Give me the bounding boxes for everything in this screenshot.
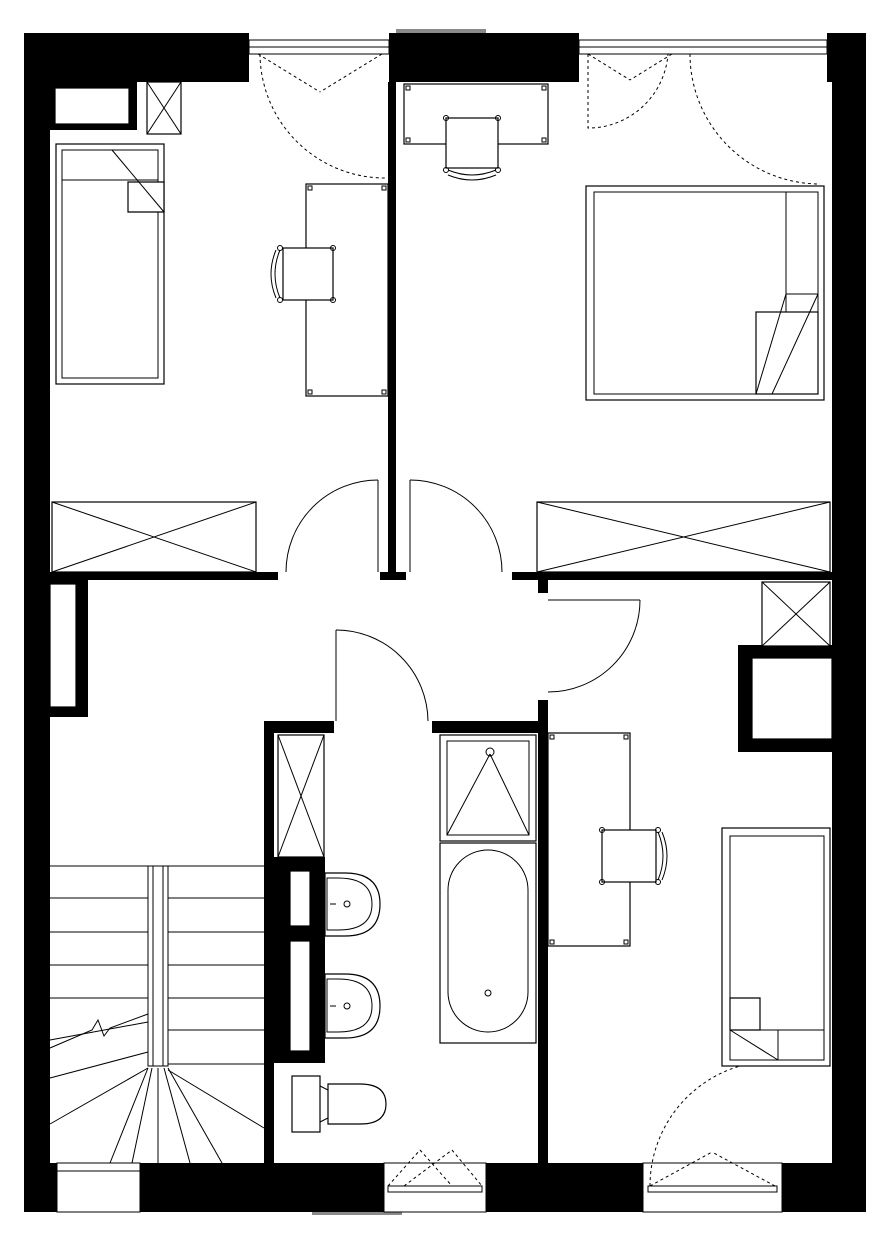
south-wall-segment-1 [24, 1163, 57, 1212]
duct-opening-east [751, 657, 833, 740]
toilet-icon [291, 1075, 387, 1133]
corridor-wall-mid [380, 572, 406, 580]
door-bathroom [335, 629, 429, 722]
vanity-niche-lower [289, 940, 311, 1052]
single-bed-icon [55, 143, 165, 385]
north-wall-west [24, 33, 249, 82]
washbasin-icon [324, 973, 381, 1039]
south-wall-segment-2 [140, 1163, 384, 1212]
chair-icon [270, 245, 336, 303]
window-north-east [578, 39, 828, 185]
window-stair [56, 1162, 141, 1213]
stair-winders-bottom [109, 1067, 223, 1164]
wall-between-north-bedrooms [388, 82, 396, 580]
door-stub-east [538, 580, 548, 593]
wardrobe-icon [51, 501, 257, 573]
bathtub-icon [439, 842, 537, 1044]
chair-icon [599, 827, 668, 885]
north-frame-accent [396, 29, 486, 33]
staircase-icon [49, 865, 265, 1164]
window-bathroom [383, 1149, 487, 1213]
bedroom-northwest [51, 81, 389, 573]
south-wall-segment-3 [486, 1163, 643, 1212]
bath-wall-north-west [264, 721, 334, 733]
door-bedroom-southeast [547, 599, 641, 693]
door-bedroom-northwest [285, 479, 379, 573]
stair-break-line [49, 1013, 149, 1049]
stair-treads-left [49, 865, 149, 1125]
wardrobe-icon [536, 501, 831, 573]
north-wall-center [389, 33, 579, 82]
window-north-west [248, 39, 390, 179]
duct-shaft-icon [146, 81, 182, 135]
south-wall-segment-4 [782, 1163, 866, 1212]
bathroom [277, 734, 537, 1133]
closet-shelf-icon [277, 734, 325, 858]
south-frame-accent [312, 1212, 402, 1215]
bedroom-northeast [403, 83, 831, 573]
shower-icon [439, 734, 537, 842]
chair-icon [443, 115, 501, 181]
vanity-niche-upper [289, 870, 311, 927]
stair-treads-right [167, 865, 265, 1129]
east-wall [832, 33, 866, 1212]
exterior-walls [24, 29, 866, 1215]
west-wall [24, 33, 50, 1212]
bath-wall-east [538, 700, 548, 1163]
interior-walls [49, 82, 833, 1163]
bath-wall-west [264, 721, 274, 1163]
double-bed-icon [585, 185, 825, 401]
closet-niche-west [49, 583, 77, 708]
bath-wall-north-east [432, 721, 548, 733]
duct-shaft-icon [761, 581, 831, 647]
corridor-wall-west [50, 572, 278, 580]
door-bedroom-northeast [409, 479, 503, 573]
single-bed-icon [721, 827, 831, 1067]
doors [285, 479, 641, 722]
window-south-east [642, 1060, 783, 1213]
corridor-wall-east [512, 572, 832, 580]
bedroom-southeast [547, 581, 831, 1067]
windows [56, 39, 828, 1213]
duct-opening-northwest [54, 87, 130, 125]
washbasin-icon [324, 872, 381, 937]
